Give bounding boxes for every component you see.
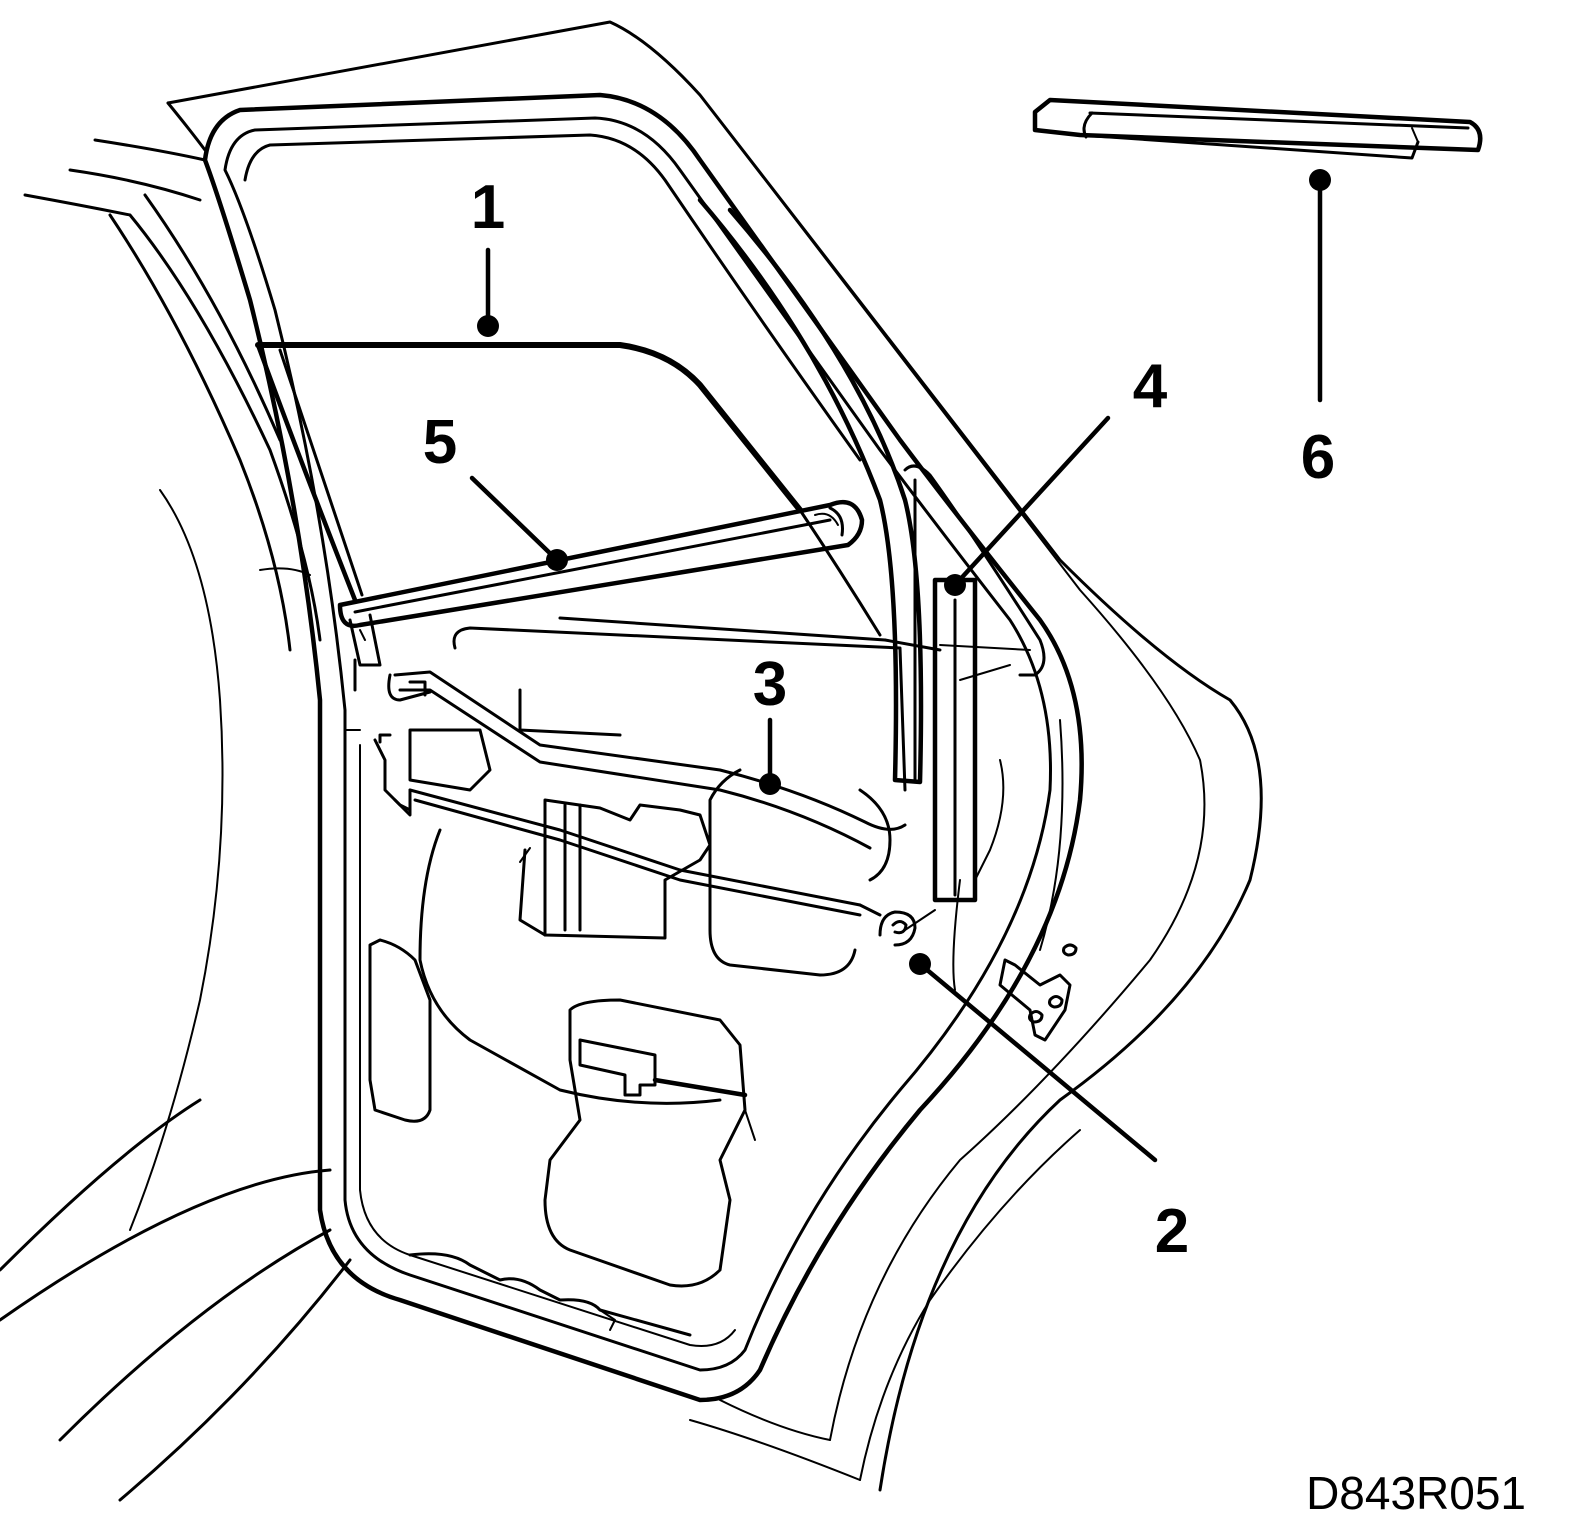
callout-5: 5 [423, 408, 457, 477]
leader-5 [469, 475, 560, 563]
callout-3: 3 [753, 650, 787, 719]
door-glass [255, 342, 942, 652]
callout-6: 6 [1301, 423, 1335, 492]
door-frame [202, 92, 1084, 1403]
inner-panel-cutouts [368, 828, 756, 1288]
door-lower-edge [408, 1252, 692, 1337]
leader-dot-4 [944, 574, 966, 596]
leader-lines [469, 169, 1331, 1163]
leader-dot-6 [1309, 169, 1331, 191]
callout-1: 1 [471, 173, 505, 242]
leader-dot-2 [909, 953, 931, 975]
body-left-lines [0, 138, 352, 1502]
leader-dot-1 [477, 315, 499, 337]
callout-labels: 1 2 3 4 5 6 [423, 173, 1335, 1266]
callout-2: 2 [1155, 1197, 1189, 1266]
callout-4: 4 [1133, 352, 1168, 421]
leader-4 [952, 415, 1111, 588]
leader-dot-5 [546, 549, 568, 571]
belt-weatherstrip [337, 499, 865, 692]
drawing-code: D843R051 [1306, 1467, 1526, 1519]
belt-weatherstrip-part [1032, 97, 1483, 160]
body-side-contour [166, 20, 1263, 1492]
leader-2 [917, 961, 1158, 1163]
leader-dot-3 [759, 773, 781, 795]
latch-area [952, 719, 1078, 1042]
window-regulator [373, 626, 936, 977]
